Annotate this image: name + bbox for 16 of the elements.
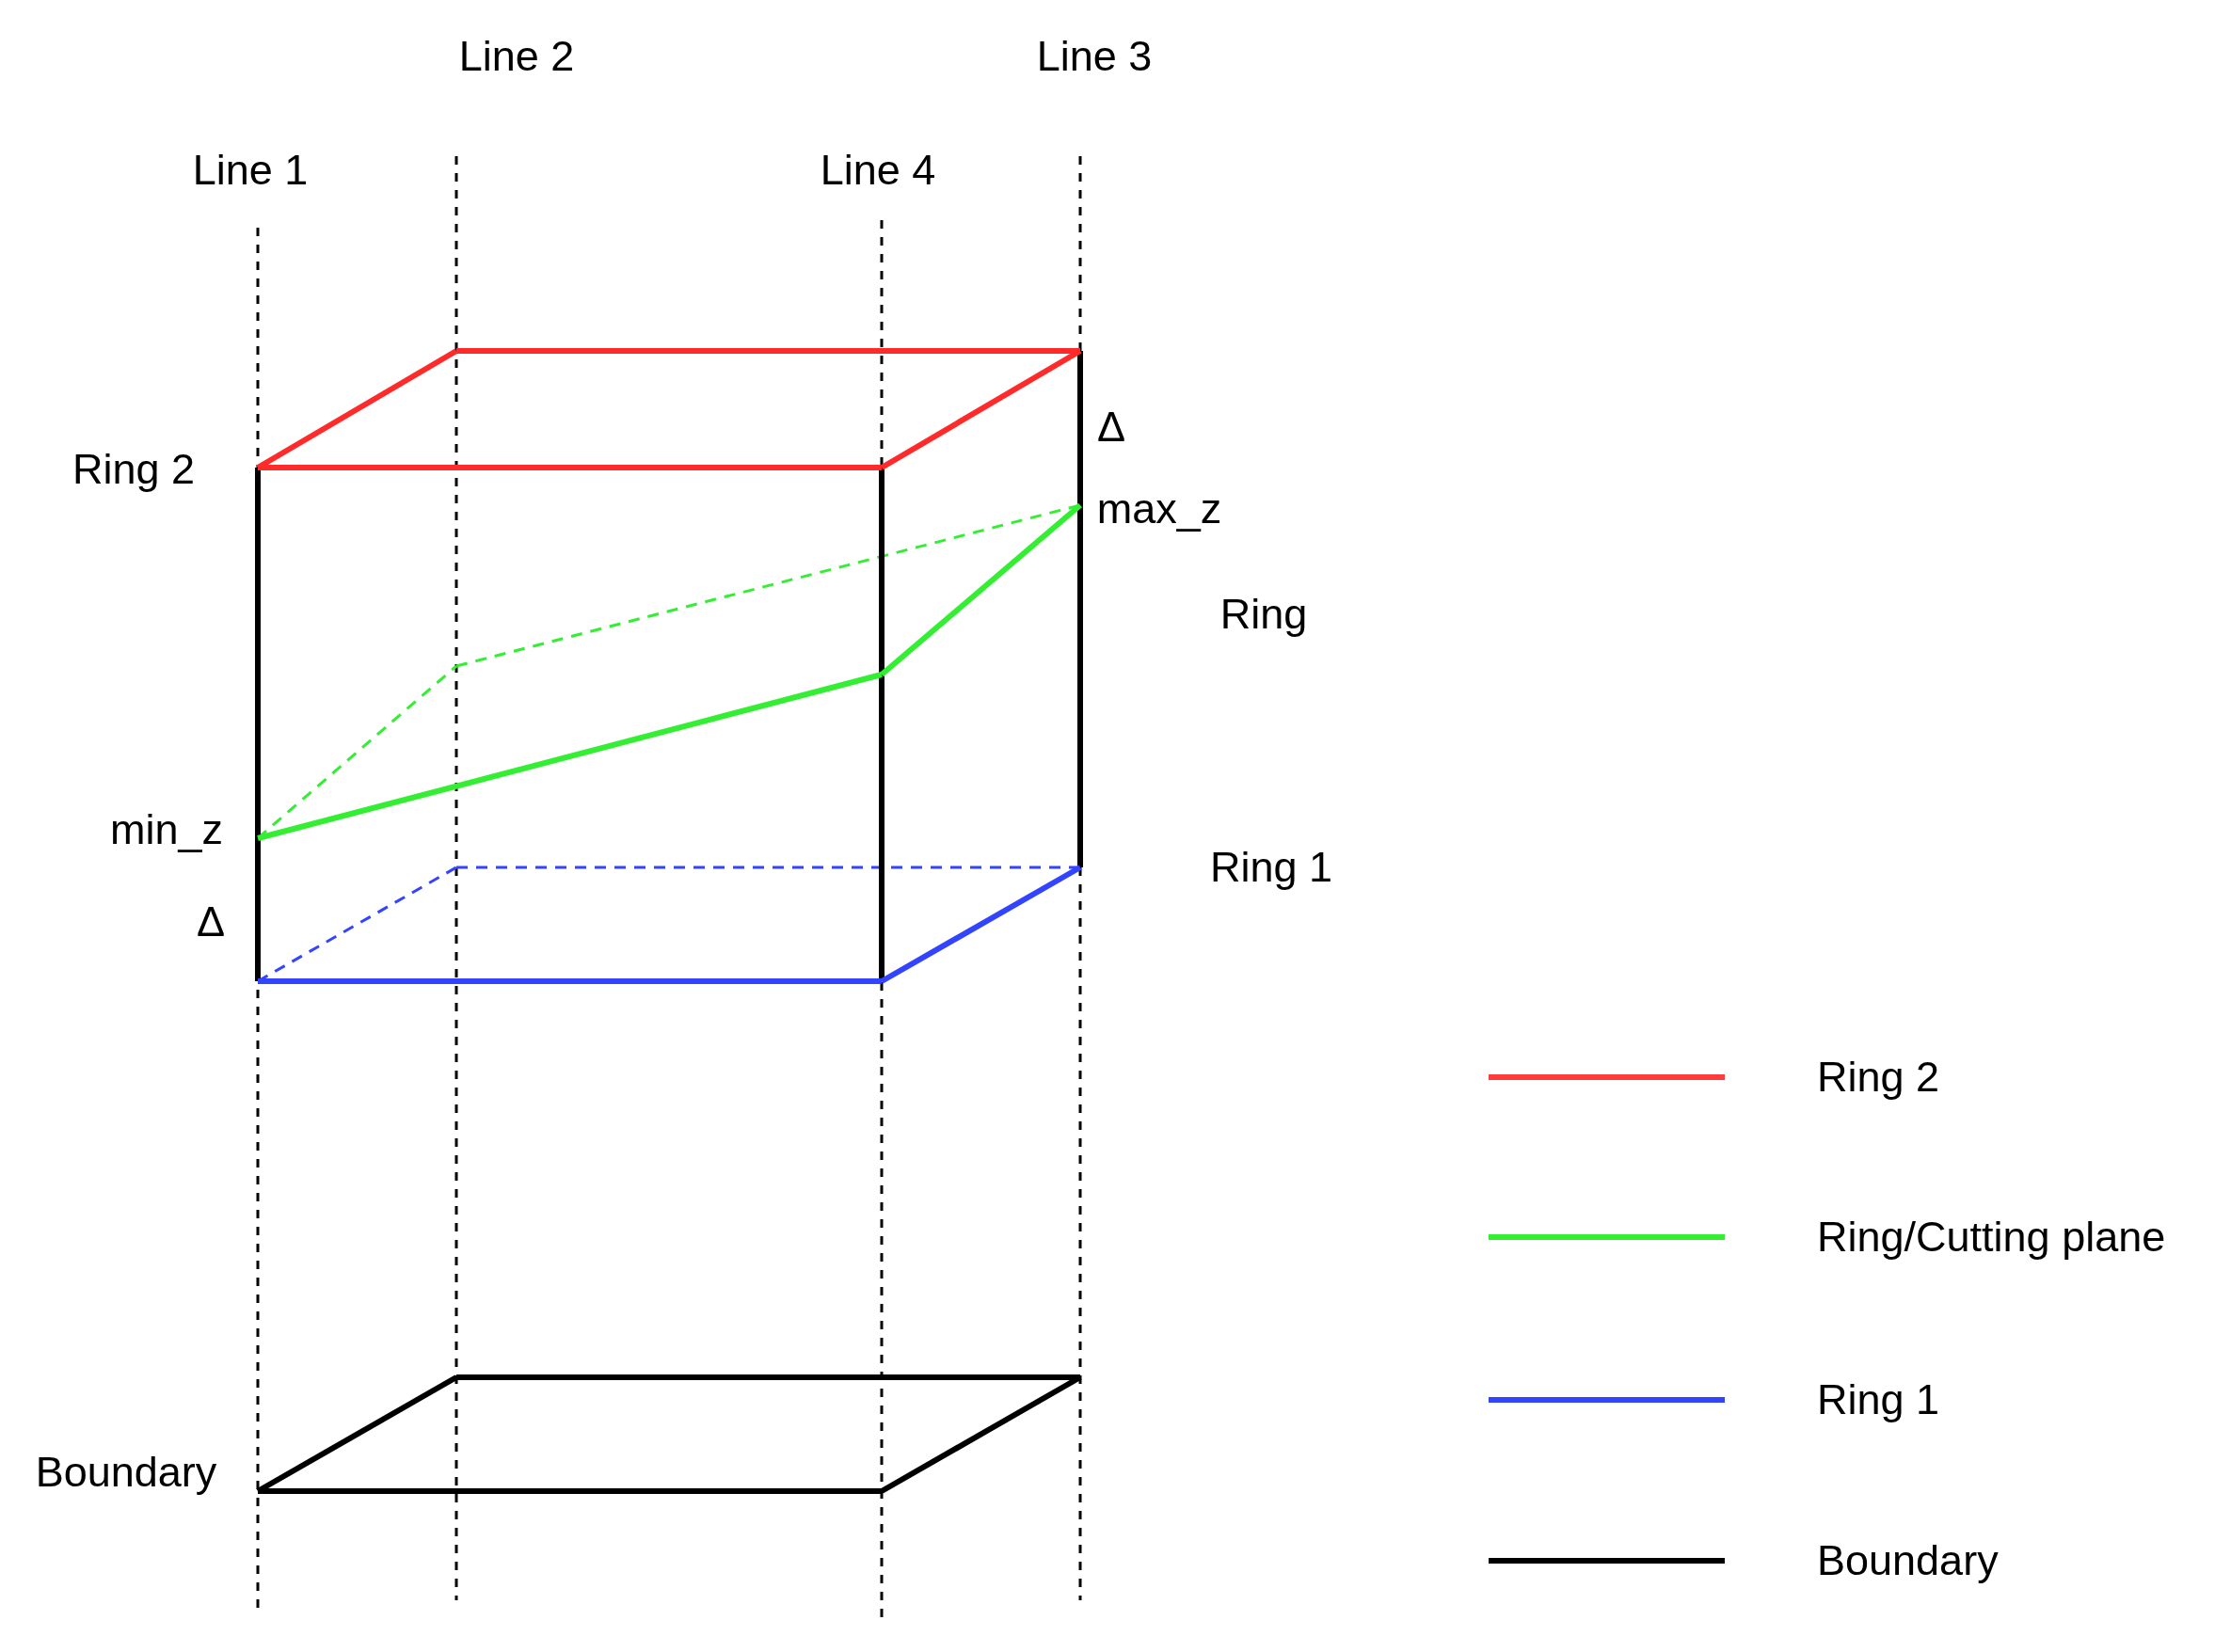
line-label: Line 2	[458, 33, 575, 80]
delta-symbol: Δ	[1096, 404, 1126, 451]
legend-label: Ring 1	[1817, 1376, 1940, 1423]
delta-symbol: Δ	[196, 898, 226, 945]
line-label: Line 4	[820, 147, 936, 194]
min-z-label: min_z	[110, 806, 223, 853]
legend-label: Ring/Cutting plane	[1817, 1214, 2166, 1261]
line-label: Line 1	[192, 147, 309, 194]
max-z-label: max_z	[1096, 485, 1222, 532]
ring-label: Ring 2	[72, 446, 196, 493]
legend-label: Boundary	[1817, 1537, 1999, 1584]
boundary-label: Boundary	[35, 1449, 217, 1496]
line-label: Line 3	[1036, 33, 1153, 80]
ring-label: Ring 1	[1209, 844, 1333, 891]
ring-label: Ring	[1219, 591, 1308, 638]
legend-label: Ring 2	[1817, 1054, 1940, 1101]
